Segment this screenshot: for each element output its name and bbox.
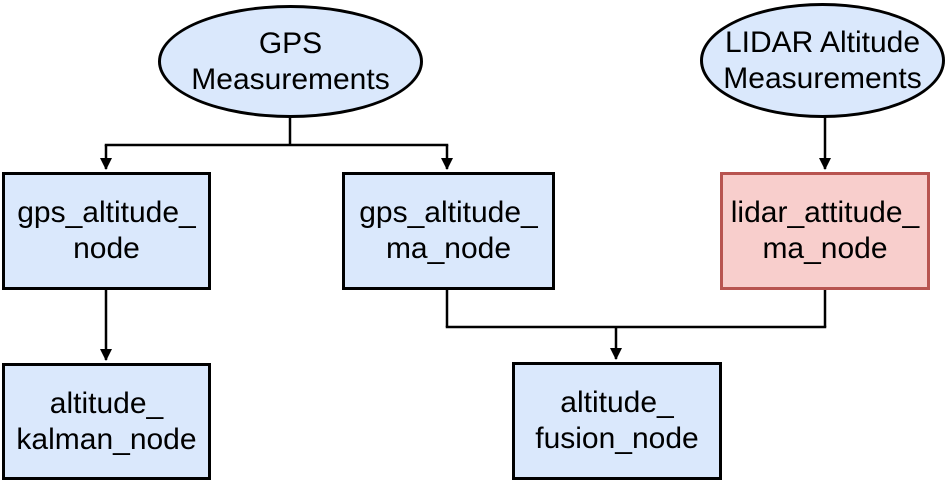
node-altitude-fusion-node: altitude_ fusion_node [512,362,722,480]
node-gps-altitude-ma-node-label: gps_altitude_ ma_node [359,196,538,265]
node-gps-altitude-ma-node: gps_altitude_ ma_node [342,172,555,290]
node-gps-measurements-label: GPS Measurements [191,26,390,96]
node-lidar-attitude-ma-node: lidar_attitude_ ma_node [720,172,930,290]
node-lidar-attitude-ma-node-label: lidar_attitude_ ma_node [730,196,920,265]
node-altitude-fusion-node-label: altitude_ fusion_node [535,386,699,455]
node-lidar-altitude-measurements: LIDAR Altitude Measurements [700,3,945,118]
node-altitude-kalman-node: altitude_ kalman_node [2,363,211,480]
node-gps-altitude-node: gps_altitude_ node [2,172,211,290]
node-gps-altitude-node-label: gps_altitude_ node [17,196,196,265]
node-altitude-kalman-node-label: altitude_ kalman_node [16,386,197,456]
node-lidar-altitude-measurements-label: LIDAR Altitude Measurements [723,25,922,95]
node-gps-measurements: GPS Measurements [158,5,423,118]
